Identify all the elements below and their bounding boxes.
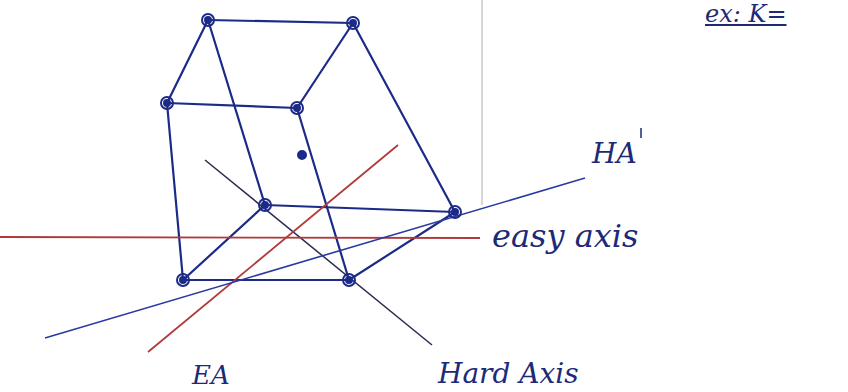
hard-axis-line	[205, 160, 432, 345]
axis-label: EA	[192, 362, 230, 388]
easy-axis-diagonal	[148, 145, 398, 352]
easy-axis-line	[0, 237, 480, 238]
hard-axis-diagonal	[45, 178, 585, 338]
page-margin	[481, 0, 483, 205]
axis-label: HA	[592, 140, 637, 168]
example-note: ex: K=	[705, 2, 787, 26]
cube-edges	[167, 20, 455, 280]
stray-mark	[640, 128, 642, 138]
lattice-atoms	[161, 14, 461, 286]
axis-label: Hard Axis	[438, 360, 579, 388]
axis-label: easy axis	[492, 220, 638, 252]
